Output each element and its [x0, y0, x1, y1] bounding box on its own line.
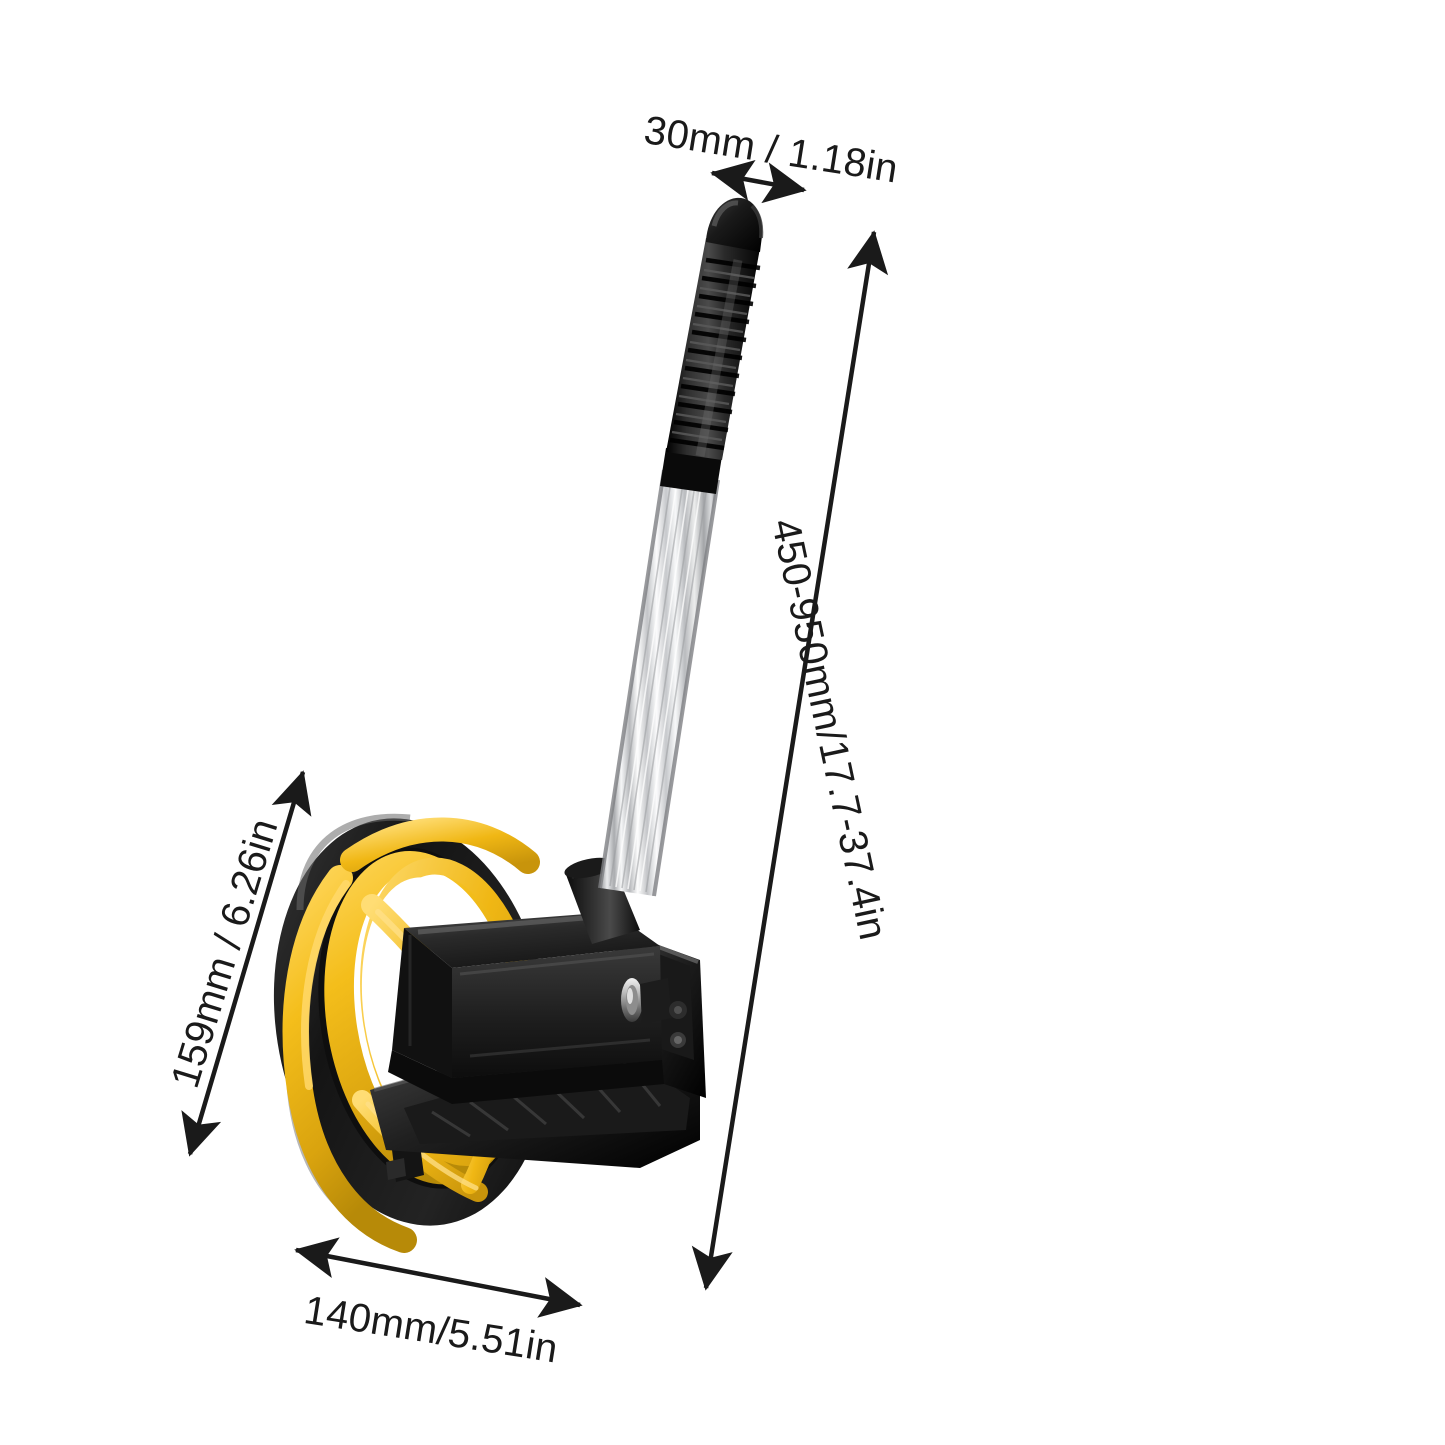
measuring-wheel-product [273, 197, 764, 1253]
dimension-arrow-wheel-diameter [181, 770, 312, 1157]
dimension-arrow-total-height [691, 230, 889, 1291]
pivot-bolt [621, 978, 687, 1024]
dimension-lines [181, 160, 889, 1318]
rubber-grip [660, 238, 761, 494]
bracket-screw [670, 1032, 686, 1048]
dimension-arrow-handle-width [710, 160, 807, 204]
wheel-peg [386, 1145, 424, 1182]
telescoping-pole [598, 469, 720, 897]
dimension-arrow-base-width [294, 1237, 583, 1318]
